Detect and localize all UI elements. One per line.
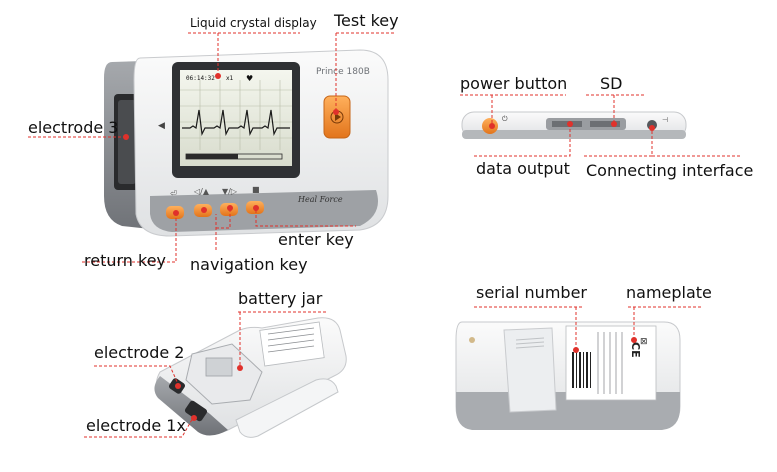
leader-dots: [123, 73, 655, 421]
screen-channel: x1: [226, 75, 234, 82]
connector-symbol-icon: ⊣: [662, 116, 668, 124]
back-view: CE ⊠: [455, 321, 681, 430]
label-data-output: data output: [476, 159, 570, 178]
label-test-key: Test key: [334, 11, 399, 30]
label-sd: SD: [600, 74, 623, 93]
leader-data-output: [474, 126, 571, 157]
return-symbol-icon: ⏎: [170, 189, 177, 198]
power-icon: ⏻: [502, 115, 508, 123]
label-electrode2: electrode 2: [94, 343, 185, 362]
leader-electrode2: [94, 365, 179, 385]
electrode1x-plate: [184, 400, 208, 422]
label-lcd: Liquid crystal display: [190, 16, 317, 30]
serial-barcode: [572, 352, 591, 388]
leader-lcd: [188, 32, 300, 74]
leader-sd: [586, 94, 646, 124]
label-enter-key: enter key: [278, 230, 354, 249]
leader-test-key: [335, 32, 396, 110]
ce-mark-icon: CE: [629, 342, 642, 358]
leader-electrode1x: [84, 415, 195, 438]
leader-serial-number: [474, 306, 582, 348]
label-navigation-key: navigation key: [190, 255, 308, 274]
leader-enter-key: [255, 210, 356, 227]
leader-nameplate: [628, 306, 702, 340]
label-serial-number: serial number: [476, 283, 587, 302]
leader-navigation-key: [215, 210, 231, 250]
left-arrow-icon: ◀: [158, 121, 165, 131]
leader-return-key: [82, 214, 177, 263]
brand-logo: Heal Force: [297, 195, 343, 204]
leader-connecting-interface: [584, 126, 742, 157]
back-open-view: [154, 317, 347, 438]
label-nameplate: nameplate: [626, 283, 712, 302]
enter-symbol-icon: ■: [252, 185, 260, 194]
model-name: Prince 180B: [316, 67, 370, 77]
label-battery-jar: battery jar: [238, 289, 323, 308]
heart-icon: ♥: [246, 74, 253, 83]
screen-time: 06:14:32: [186, 75, 215, 82]
leader-battery-jar: [238, 311, 328, 366]
front-view: 06:14:32 x1 ♥ Prince 180B ◀ ⏎ ◁/▲ ▼/▷ ■ …: [104, 49, 389, 237]
leaders: [28, 32, 742, 438]
leader-power-button: [460, 94, 566, 124]
label-power-button: power button: [460, 74, 568, 93]
lcd-screen: [180, 70, 292, 166]
label-electrode1x: electrode 1x: [86, 416, 186, 435]
nav-right-symbol-icon: ▼/▷: [222, 187, 238, 196]
nav-left-symbol-icon: ◁/▲: [193, 187, 210, 196]
label-connecting-interface: Connecting interface: [586, 161, 754, 180]
label-return-key: return key: [84, 251, 167, 270]
ecg-trace: [182, 109, 290, 137]
bin-icon: ⊠: [640, 337, 648, 347]
label-electrode3: electrode 3: [28, 118, 119, 137]
battery-cover: [235, 378, 339, 438]
